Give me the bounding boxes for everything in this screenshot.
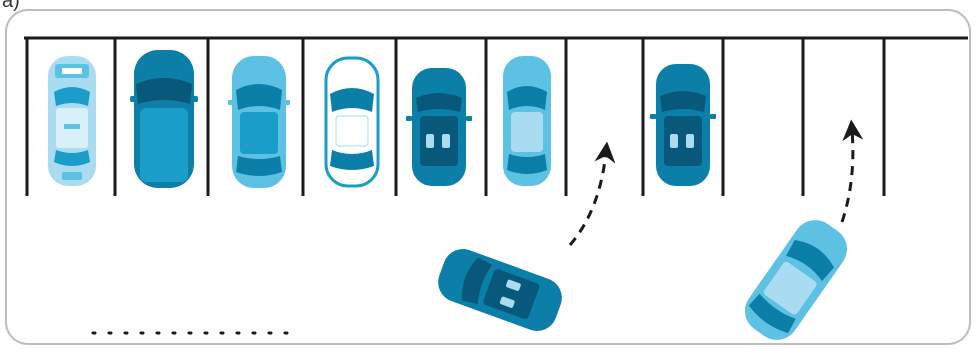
parked-sedan [228, 56, 290, 188]
parked-white-sedan [326, 58, 378, 186]
parked-convertible [406, 68, 472, 186]
parked-van [130, 50, 198, 188]
parked-convertible [650, 64, 716, 186]
parked-taxi [48, 56, 96, 186]
parked-sedan [503, 56, 551, 186]
